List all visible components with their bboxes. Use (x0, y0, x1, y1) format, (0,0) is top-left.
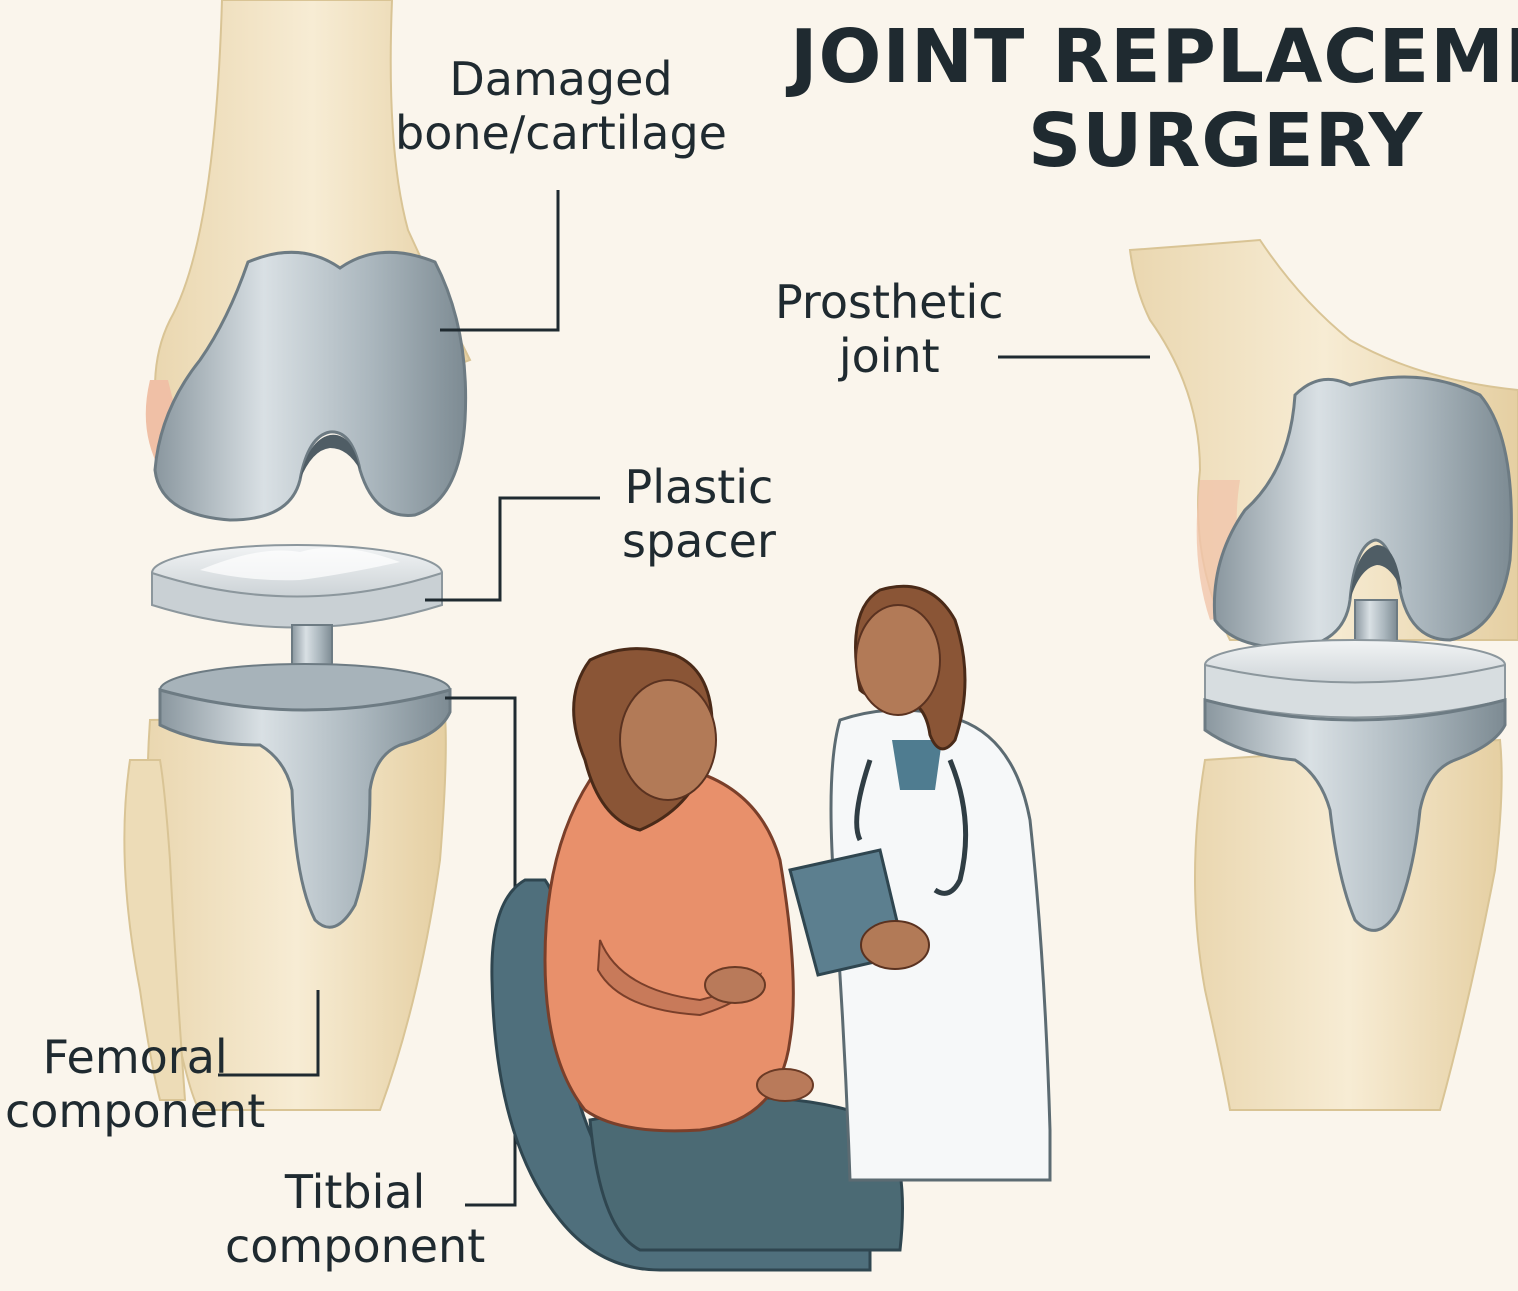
label-prosthetic-line1: Prosthetic (775, 275, 1004, 329)
label-tibial-line2: component (225, 1219, 485, 1273)
label-damaged-line2: bone/cartilage (395, 106, 727, 160)
patient-face (620, 680, 716, 800)
plastic-leader-line (425, 498, 600, 600)
label-plastic-line2: spacer (622, 514, 776, 568)
label-tibial-line1: Titbial (225, 1165, 485, 1219)
patient-hand-top (705, 967, 765, 1003)
doctor-scrub (892, 740, 942, 790)
title-line-2: SURGERY (1028, 98, 1423, 184)
label-prosthetic: Prosthetic joint (775, 275, 1004, 383)
label-damaged-line1: Damaged (395, 52, 727, 106)
label-femoral-line2: component (5, 1084, 265, 1138)
patient-hand-bottom (757, 1069, 813, 1101)
label-prosthetic-line2: joint (775, 329, 1004, 383)
label-plastic-line1: Plastic (622, 460, 776, 514)
label-femoral-line1: Femoral (5, 1030, 265, 1084)
label-tibial: Titbial component (225, 1165, 485, 1273)
label-plastic: Plastic spacer (622, 460, 776, 568)
title-line-1: JOINT REPLACEME (790, 14, 1518, 100)
label-damaged: Damaged bone/cartilage (395, 52, 727, 160)
right-knee-diagram (1130, 240, 1518, 1110)
left-knee-diagram (124, 0, 470, 1110)
damaged-leader-line (440, 190, 558, 330)
patient-shirt (545, 767, 793, 1131)
consultation-scene (492, 586, 1050, 1270)
doctor-face (856, 605, 940, 715)
label-femoral: Femoral component (5, 1030, 265, 1138)
doctor-hand (861, 921, 929, 969)
